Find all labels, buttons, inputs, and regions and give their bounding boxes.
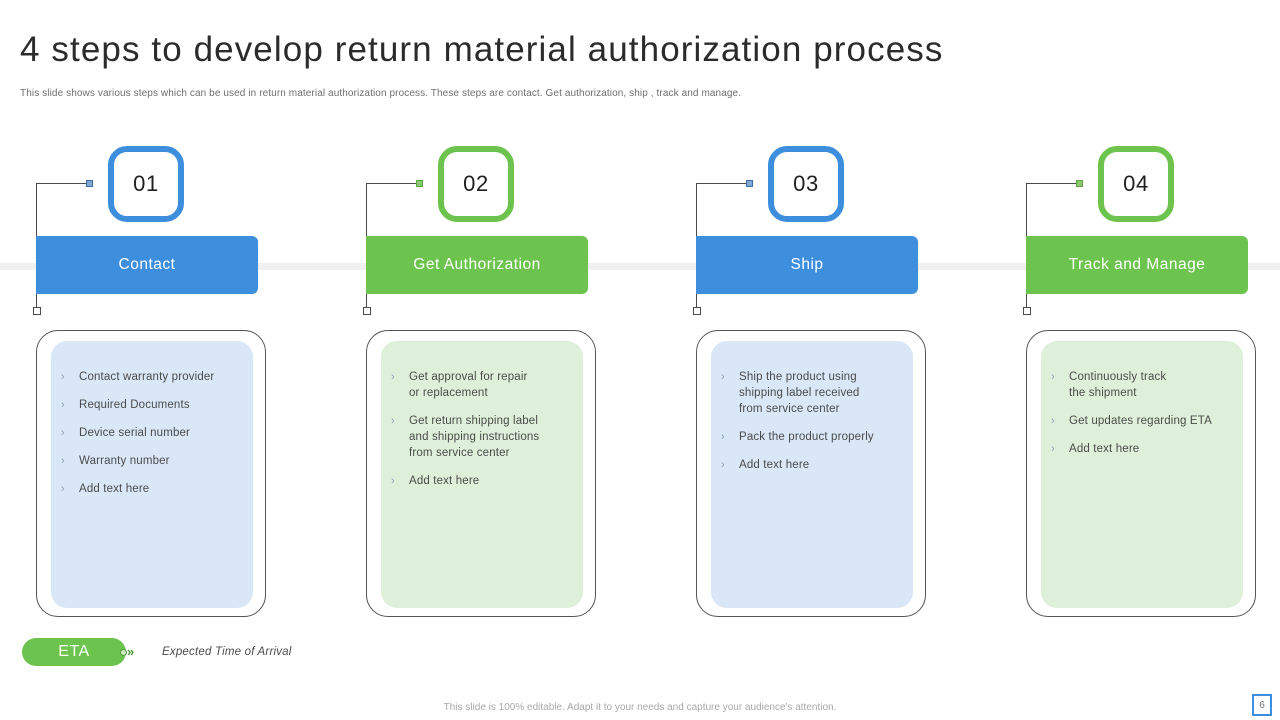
list-item-text: Get updates regarding ETA	[1069, 415, 1212, 427]
step-card-4: › Continuously track the shipment › Get …	[1026, 330, 1256, 617]
list-item-text: Get return shipping label and shipping i…	[409, 415, 540, 459]
list-item-text: Contact warranty provider	[79, 371, 215, 383]
marker-dot-icon	[120, 649, 127, 656]
page-title: 4 steps to develop return material autho…	[20, 30, 944, 69]
list-item: › Get updates regarding ETA	[1051, 413, 1231, 429]
step-column-4: 04 Track and Manage › Continuously track…	[998, 0, 1280, 660]
chevron-right-icon: ›	[721, 431, 725, 443]
connector-end-square-icon	[1023, 307, 1031, 315]
step-card-inner-4: › Continuously track the shipment › Get …	[1041, 341, 1243, 608]
connector-end-square-icon	[33, 307, 41, 315]
chevron-right-icon: ›	[1051, 443, 1055, 455]
eta-description: Expected Time of Arrival	[162, 646, 292, 658]
step-banner-2[interactable]: Get Authorization	[366, 236, 588, 294]
list-item-text: Add text here	[409, 475, 480, 487]
eta-legend: ETA » Expected Time of Arrival	[22, 638, 292, 666]
list-item-text: Continuously track the shipment	[1069, 371, 1167, 399]
marker-chevron-icon: »	[127, 644, 135, 659]
step-banner-1[interactable]: Contact	[36, 236, 258, 294]
eta-pill: ETA	[22, 638, 126, 666]
step-card-2: › Get approval for repair or replacement…	[366, 330, 596, 617]
chevron-right-icon: ›	[721, 371, 725, 383]
step-card-inner-3: › Ship the product using shipping label …	[711, 341, 913, 608]
step-number-badge-2: 02	[438, 146, 514, 222]
chevron-right-icon: ›	[391, 371, 395, 383]
list-item: › Device serial number	[61, 425, 241, 441]
connector-square-marker-icon	[1076, 180, 1083, 187]
chevron-right-icon: ›	[391, 475, 395, 487]
list-item: › Add text here	[61, 481, 241, 497]
chevron-right-icon: ›	[61, 455, 65, 467]
step-card-inner-2: › Get approval for repair or replacement…	[381, 341, 583, 608]
list-item: › Add text here	[391, 473, 571, 489]
list-item: › Contact warranty provider	[61, 369, 241, 385]
chevron-right-icon: ›	[61, 427, 65, 439]
connector-square-marker-icon	[746, 180, 753, 187]
list-item: › Add text here	[721, 457, 901, 473]
connector-end-square-icon	[363, 307, 371, 315]
connector-square-marker-icon	[86, 180, 93, 187]
step-card-inner-1: › Contact warranty provider › Required D…	[51, 341, 253, 608]
list-item-text: Add text here	[79, 483, 150, 495]
step-number-badge-1: 01	[108, 146, 184, 222]
page-number-badge: 6	[1252, 694, 1272, 716]
step-number-badge-3: 03	[768, 146, 844, 222]
page-subtitle: This slide shows various steps which can…	[20, 88, 742, 99]
connector-square-marker-icon	[416, 180, 423, 187]
chevron-right-icon: ›	[1051, 371, 1055, 383]
list-item-text: Required Documents	[79, 399, 190, 411]
list-item: › Required Documents	[61, 397, 241, 413]
chevron-right-icon: ›	[61, 371, 65, 383]
list-item: › Warranty number	[61, 453, 241, 469]
step-banner-4[interactable]: Track and Manage	[1026, 236, 1248, 294]
connector-end-square-icon	[693, 307, 701, 315]
list-item: › Ship the product using shipping label …	[721, 369, 901, 417]
step-column-3: 03 Ship › Ship the product using shippin…	[668, 0, 988, 660]
step-card-1: › Contact warranty provider › Required D…	[36, 330, 266, 617]
step-number-badge-4: 04	[1098, 146, 1174, 222]
chevron-right-icon: ›	[721, 459, 725, 471]
list-item-text: Add text here	[739, 459, 810, 471]
timeline-baseline	[0, 263, 1280, 270]
chevron-right-icon: ›	[1051, 415, 1055, 427]
connector-horizontal-line	[1026, 183, 1080, 184]
step-card-3: › Ship the product using shipping label …	[696, 330, 926, 617]
connector-horizontal-line	[366, 183, 420, 184]
list-item: › Get return shipping label and shipping…	[391, 413, 571, 461]
chevron-right-icon: ›	[61, 483, 65, 495]
footer-note: This slide is 100% editable. Adapt it to…	[443, 702, 837, 713]
list-item-text: Add text here	[1069, 443, 1140, 455]
chevron-right-icon: ›	[391, 415, 395, 427]
list-item-text: Pack the product properly	[739, 431, 874, 443]
list-item-text: Get approval for repair or replacement	[409, 371, 528, 399]
step-banner-3[interactable]: Ship	[696, 236, 918, 294]
list-item: › Continuously track the shipment	[1051, 369, 1231, 401]
chevron-right-icon: ›	[61, 399, 65, 411]
arrow-marker-icon: »	[120, 645, 150, 659]
list-item-text: Device serial number	[79, 427, 191, 439]
step-column-2: 02 Get Authorization › Get approval for …	[338, 0, 658, 660]
list-item-text: Ship the product using shipping label re…	[739, 371, 860, 415]
list-item-text: Warranty number	[79, 455, 170, 467]
list-item: › Add text here	[1051, 441, 1231, 457]
list-item: › Get approval for repair or replacement	[391, 369, 571, 401]
list-item: › Pack the product properly	[721, 429, 901, 445]
connector-horizontal-line	[36, 183, 90, 184]
connector-horizontal-line	[696, 183, 750, 184]
step-column-1: 01 Contact › Contact warranty provider ›…	[8, 0, 328, 660]
